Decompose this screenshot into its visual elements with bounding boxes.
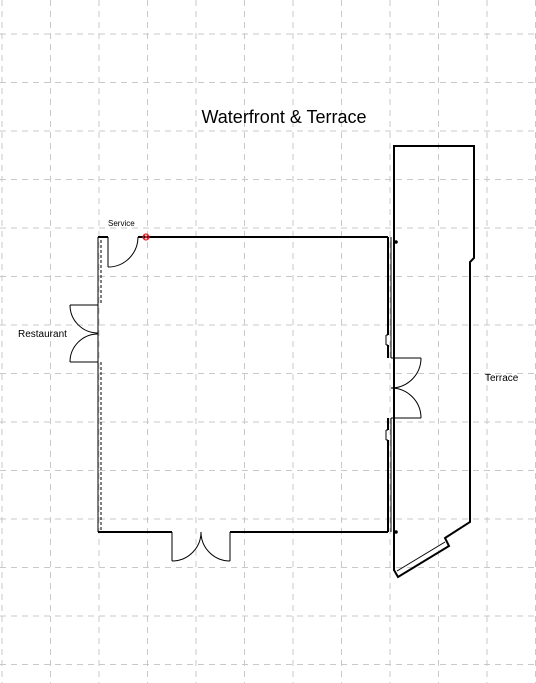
restaurant-door[interactable]: [69, 304, 99, 363]
terrace-door-swing-bottom: [390, 387, 422, 419]
main-room[interactable]: [97, 236, 389, 533]
terrace-door-swing-top: [390, 357, 422, 389]
service-marker-icon[interactable]: [142, 233, 150, 241]
service-door-swing: [107, 236, 139, 268]
terrace-door[interactable]: [390, 357, 422, 419]
terrace-area[interactable]: [390, 145, 475, 579]
terrace-label: Terrace: [485, 373, 519, 384]
service-marker-cross-b: [143, 234, 149, 240]
restaurant-door-swing-top: [69, 304, 99, 334]
terrace-step: [396, 541, 446, 572]
plan-title: Waterfront & Terrace: [201, 107, 366, 127]
terrace-post-bottom: [394, 530, 398, 534]
bottom-door-swing-left: [171, 531, 202, 562]
terrace-post-top: [394, 240, 398, 244]
terrace-outline: [393, 145, 475, 579]
restaurant-door-swing-bottom: [69, 333, 99, 363]
bottom-door-swing-right: [200, 531, 231, 562]
service-door[interactable]: [107, 236, 146, 268]
bottom-double-door[interactable]: [171, 531, 231, 562]
restaurant-label: Restaurant: [18, 329, 67, 340]
service-label: Service: [108, 219, 135, 228]
